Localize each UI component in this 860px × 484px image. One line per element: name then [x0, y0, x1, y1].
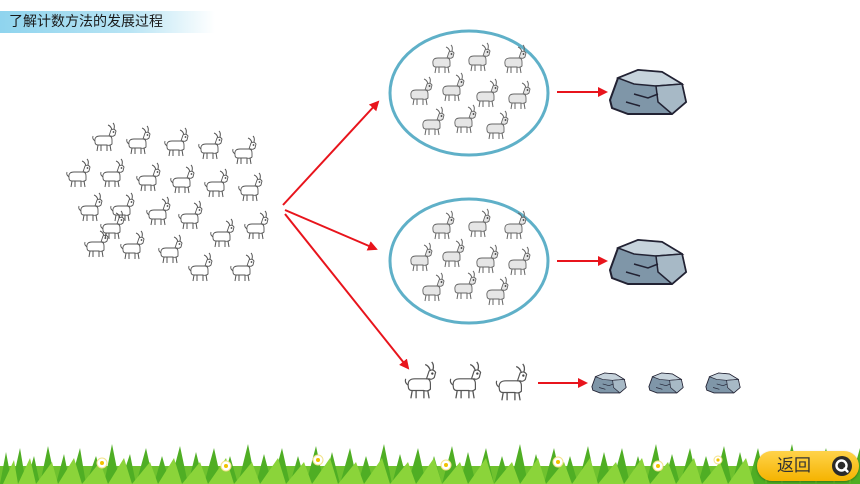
arrow-to-singles — [284, 213, 410, 370]
back-button-label: 返回 — [777, 456, 811, 476]
title-banner — [0, 11, 215, 33]
stone-icon — [648, 372, 684, 394]
back-button[interactable]: 返回 — [757, 451, 859, 481]
single-goats — [404, 361, 528, 401]
goat-herd — [66, 122, 269, 282]
search-icon — [832, 456, 852, 476]
page-title: 了解计数方法的发展过程 — [9, 14, 163, 30]
grass-decoration — [0, 444, 860, 484]
stone-icon — [705, 372, 741, 394]
arrow-to-group-1 — [282, 100, 380, 206]
stone-icon — [609, 239, 687, 285]
stone-icon — [591, 372, 627, 394]
arrow-to-group-2 — [284, 209, 378, 251]
stone-icon — [609, 69, 687, 115]
